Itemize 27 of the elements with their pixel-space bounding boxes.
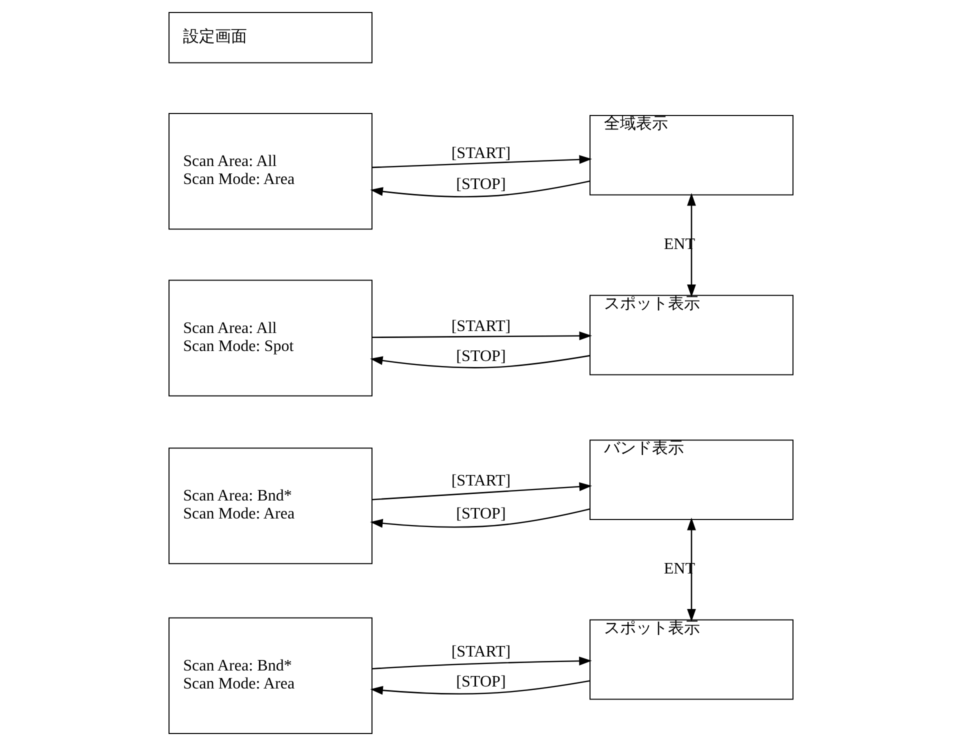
arrow bbox=[370, 680, 590, 695]
arrow bbox=[372, 482, 592, 500]
edge-label: [STOP] bbox=[456, 506, 506, 523]
node-box: 設定画面 bbox=[168, 12, 372, 64]
edge-label: [STOP] bbox=[456, 176, 506, 194]
node-box: スポット表示 bbox=[589, 294, 793, 376]
edge-label: [START] bbox=[450, 318, 510, 335]
edge-label: [START] bbox=[450, 472, 510, 490]
arrow bbox=[370, 508, 590, 528]
arrow bbox=[372, 331, 592, 340]
arrow bbox=[370, 180, 590, 198]
node-box: スポット表示 bbox=[589, 619, 793, 700]
arrow bbox=[372, 155, 592, 168]
node-box: 全域表示 bbox=[589, 115, 793, 196]
edge-label: [STOP] bbox=[456, 674, 506, 691]
node-box: Scan Area: All Scan Mode: Area bbox=[168, 113, 372, 230]
node-box: バンド表示 bbox=[589, 440, 793, 520]
arrow bbox=[370, 355, 590, 368]
arrow bbox=[686, 518, 696, 622]
arrow bbox=[686, 193, 696, 298]
node-box: Scan Area: All Scan Mode: Spot bbox=[168, 280, 372, 396]
edge-label: [START] bbox=[450, 145, 510, 162]
edge-label: [START] bbox=[450, 643, 510, 660]
node-box: Scan Area: Bnd* Scan Mode: Area bbox=[168, 448, 372, 564]
edge-label: [STOP] bbox=[456, 348, 506, 365]
node-box: Scan Area: Bnd* Scan Mode: Area bbox=[168, 617, 372, 734]
arrow bbox=[372, 656, 592, 670]
